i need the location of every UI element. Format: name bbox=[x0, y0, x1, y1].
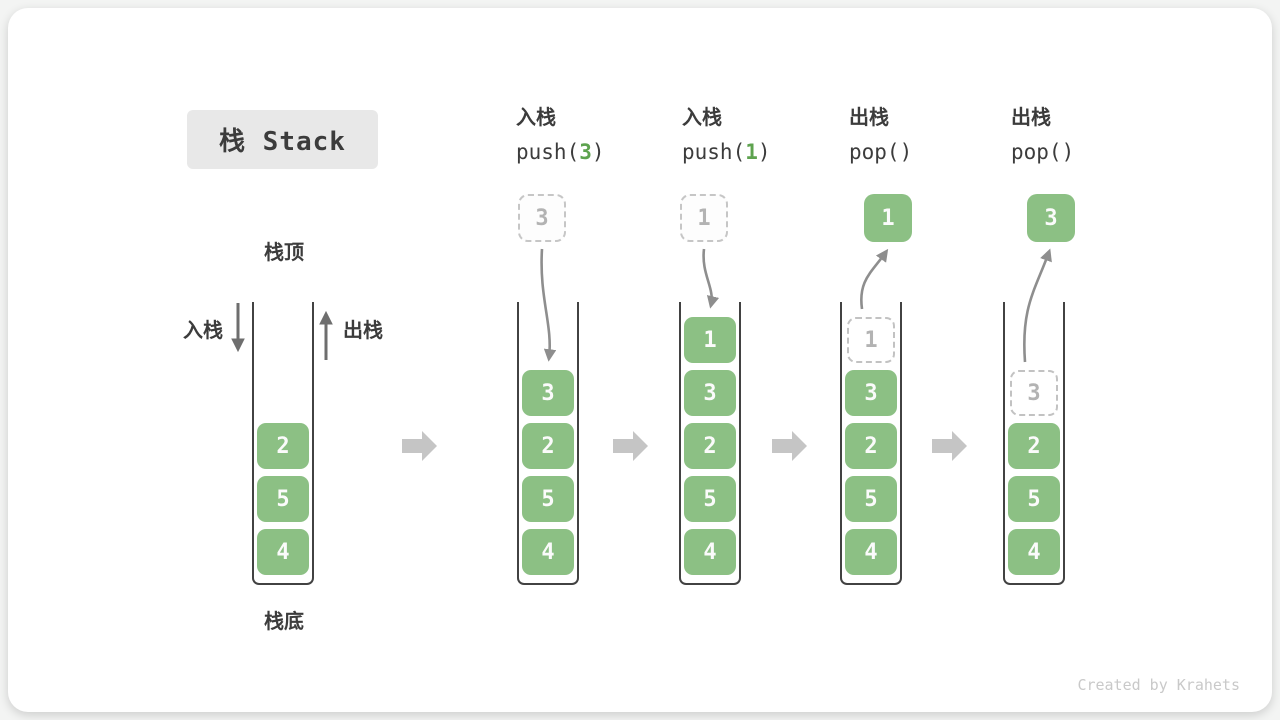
stack-block: 2 bbox=[257, 423, 309, 469]
stack-block: 5 bbox=[257, 476, 309, 522]
operation-label: 入栈 push(3) bbox=[516, 106, 605, 165]
stack-block: 5 bbox=[522, 476, 574, 522]
stack-block: 5 bbox=[684, 476, 736, 522]
operation-code: pop() bbox=[1011, 140, 1075, 164]
operation-label: 出栈 pop() bbox=[849, 106, 912, 165]
stack-block: 4 bbox=[684, 529, 736, 575]
stack-block: 4 bbox=[845, 529, 897, 575]
stack-block: 2 bbox=[845, 423, 897, 469]
stack-block: 4 bbox=[522, 529, 574, 575]
operation-label: 入栈 push(1) bbox=[682, 106, 771, 165]
operation-label: 出栈 pop() bbox=[1011, 106, 1074, 165]
stack-block: 4 bbox=[257, 529, 309, 575]
stack-block: 2 bbox=[1008, 423, 1060, 469]
operation-name: 入栈 bbox=[682, 107, 722, 129]
stack-block: 2 bbox=[522, 423, 574, 469]
operation-code: push(1) bbox=[682, 140, 771, 164]
operation-code: pop() bbox=[849, 140, 913, 164]
pushed-value-box: 3 bbox=[518, 194, 566, 242]
popped-value-box: 1 bbox=[864, 194, 912, 242]
stack-block: 5 bbox=[1008, 476, 1060, 522]
pop-direction-label: 出栈 bbox=[343, 320, 383, 342]
stack-block: 3 bbox=[845, 370, 897, 416]
stack-block: 1 bbox=[684, 317, 736, 363]
operation-name: 入栈 bbox=[516, 107, 556, 129]
popped-value-box: 3 bbox=[1027, 194, 1075, 242]
stack-block: 3 bbox=[684, 370, 736, 416]
stack-top-label: 栈顶 bbox=[264, 242, 304, 264]
stack-block: 4 bbox=[1008, 529, 1060, 575]
operation-arg: 1 bbox=[745, 140, 758, 164]
operation-name: 出栈 bbox=[1011, 107, 1051, 129]
page-title: 栈 Stack bbox=[219, 127, 346, 157]
operation-name: 出栈 bbox=[849, 107, 889, 129]
operation-arg: 3 bbox=[579, 140, 592, 164]
operation-code: push(3) bbox=[516, 140, 605, 164]
stack-ghost-block: 3 bbox=[1010, 370, 1058, 416]
stack-ghost-block: 1 bbox=[847, 317, 895, 363]
stack-block: 3 bbox=[522, 370, 574, 416]
stack-block: 2 bbox=[684, 423, 736, 469]
stack-block: 5 bbox=[845, 476, 897, 522]
pushed-value-box: 1 bbox=[680, 194, 728, 242]
push-direction-label: 入栈 bbox=[183, 320, 223, 342]
title-box: 栈 Stack bbox=[187, 110, 378, 169]
stack-bottom-label: 栈底 bbox=[264, 611, 304, 633]
watermark: Created by Krahets bbox=[1077, 676, 1240, 694]
